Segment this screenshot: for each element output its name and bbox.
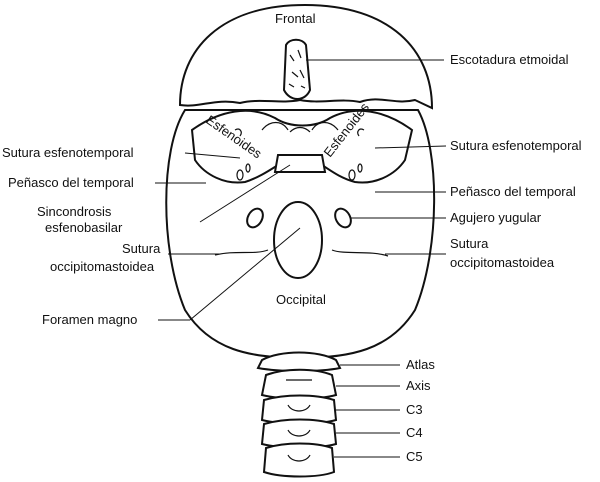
label-sincondrosis: Sincondrosis	[37, 204, 112, 219]
label-foramen-magno: Foramen magno	[42, 312, 137, 327]
label-c3: C3	[406, 402, 423, 417]
sincondrosis	[273, 154, 327, 173]
label-escotadura: Escotadura etmoidal	[450, 52, 569, 67]
label-c4: C4	[406, 425, 423, 440]
foramen-magnum	[273, 201, 323, 279]
label-occipitomastoidea-left: Sutura	[122, 241, 161, 256]
label-occipital: Occipital	[276, 292, 326, 307]
label-frontal: Frontal	[275, 11, 316, 26]
axis-vertebra	[260, 368, 338, 400]
label-penasco-right: Peñasco del temporal	[450, 184, 576, 199]
cervical-spine	[256, 351, 342, 478]
label-sincondrosis-2: esfenobasilar	[45, 220, 123, 235]
label-axis: Axis	[406, 378, 431, 393]
label-agujero-yugular: Agujero yugular	[450, 210, 542, 225]
label-penasco-left: Peñasco del temporal	[8, 175, 134, 190]
ethmoid-notch	[282, 38, 312, 100]
label-sutura-esfenotemporal-left: Sutura esfenotemporal	[2, 145, 134, 160]
label-c5: C5	[406, 449, 423, 464]
label-occipitomastoidea-right-2: occipitomastoidea	[450, 255, 555, 270]
c5-vertebra	[262, 442, 336, 478]
atlas-vertebra	[256, 351, 342, 372]
label-sutura-esfenotemporal-right: Sutura esfenotemporal	[450, 138, 582, 153]
leader-lines	[155, 59, 447, 458]
label-occipitomastoidea-left-2: occipitomastoidea	[50, 259, 155, 274]
label-atlas: Atlas	[406, 357, 435, 372]
label-occipitomastoidea-right: Sutura	[450, 236, 489, 251]
